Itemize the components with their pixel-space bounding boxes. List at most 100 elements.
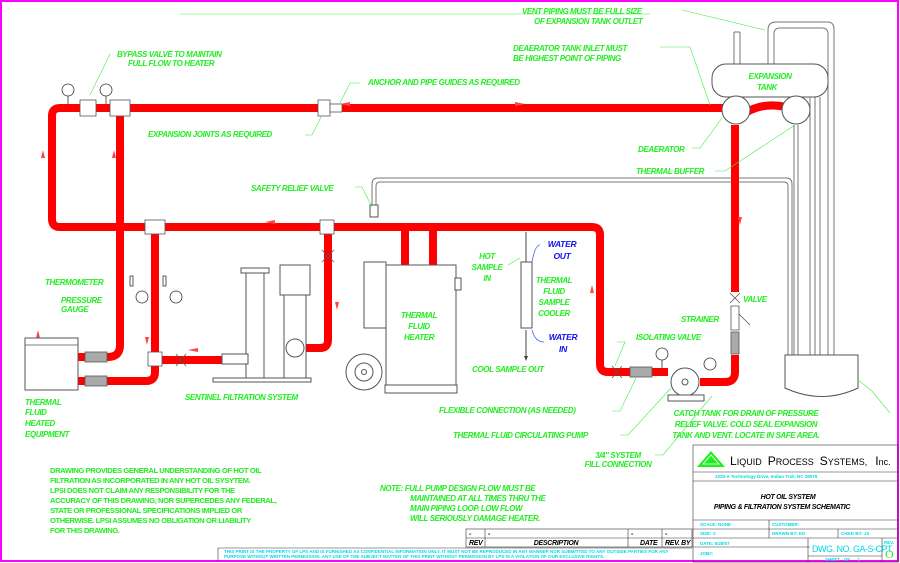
- pressure-gauges: [61, 83, 717, 371]
- drawing-number: DWG. NO. GA-S-CPT: [812, 544, 893, 554]
- catch-tank: [784, 354, 859, 397]
- label-fill-connection-1: 3/4" SYSTEM: [595, 451, 641, 460]
- drawn-by-field: DRAWN BY: KD: [772, 531, 806, 536]
- disclaimer: DRAWING PROVIDES GENERAL UNDERSTANDING O…: [50, 466, 277, 535]
- label-sample-cooler-2: FLUID: [543, 287, 565, 296]
- fine-print-line: THIS PRINT IS THE PROPERTY OF LPS AND IS…: [224, 549, 668, 554]
- label-isolating-valve: ISOLATING VALVE: [636, 333, 702, 342]
- label-safety-relief: SAFETY RELIEF VALVE: [251, 184, 334, 193]
- leader-lines: [89, 9, 891, 456]
- label-catch-tank-1: CATCH TANK FOR DRAIN OF PRESSURE: [674, 409, 820, 418]
- drawing-title-2: PIPING & FILTRATION SYSTEM SCHEMATIC: [714, 504, 851, 511]
- description-value: -: [488, 531, 491, 538]
- sample-cooler: [520, 232, 545, 361]
- disclaimer-line: FOR THIS DRAWING.: [50, 526, 120, 535]
- label-deaerator-inlet-1: DEAERATOR TANK INLET MUST: [513, 44, 629, 53]
- lpsi-logo: [697, 451, 725, 467]
- label-strainer: STRAINER: [681, 315, 719, 324]
- date-value: -: [631, 531, 634, 538]
- label-heated-equipment-3: HEATED: [25, 419, 56, 428]
- job-field: JOB#:: [700, 551, 714, 556]
- expansion-tank: [711, 63, 829, 125]
- size-field: SIZE: C: [700, 531, 717, 536]
- revision-table: [217, 528, 693, 561]
- label-bypass-valve-1: BYPASS VALVE TO MAINTAIN: [117, 50, 222, 59]
- label-cool-sample-out: COOL SAMPLE OUT: [472, 365, 545, 374]
- disclaimer-line: ACCURACY OF THIS DRAWING, NOR SUPERCEDES…: [50, 496, 277, 505]
- label-heater-1: THERMAL: [401, 311, 438, 320]
- disclaimer-line: LPSI DOES NOT CLAIM ANY RESPONSIBILITY F…: [50, 486, 235, 495]
- label-filtration-system: SENTINEL FILTRATION SYSTEM: [185, 393, 298, 402]
- company-address: 1025-A Technology Drive, Indian Trail, N…: [715, 474, 818, 479]
- fine-print-line: PURPOSE WITHOUT WRITTEN PERMISSION. ANY …: [224, 554, 604, 559]
- label-deaerator: DEAERATOR: [638, 145, 685, 154]
- label-sample-cooler-4: COOLER: [538, 309, 570, 318]
- label-expansion-tank-1: EXPANSION: [749, 72, 793, 81]
- rev-value: -: [469, 531, 472, 538]
- safety-relief-valve: [369, 204, 379, 218]
- label-flex-connection: FLEXIBLE CONNECTION (AS NEEDED): [439, 406, 576, 415]
- scale-field: SCALE: NONE: [700, 522, 731, 527]
- label-catch-tank-2: RELIEF VALVE. COLD SEAL EXPANSION: [675, 420, 818, 429]
- label-circulating-pump: THERMAL FLUID CIRCULATING PUMP: [453, 431, 589, 440]
- label-fill-connection-2: FILL CONNECTION: [585, 460, 652, 469]
- label-heater-2: FLUID: [408, 322, 430, 331]
- deaerator-vessel: [721, 95, 751, 125]
- label-sample-cooler-1: THERMAL: [536, 276, 573, 285]
- note-line: MAIN PIPING LOOP. LOW FLOW: [410, 504, 524, 513]
- date-field: DATE: 5/28/07: [700, 541, 730, 546]
- sheet-field: SHEET OF 1: [825, 557, 861, 562]
- flow-arrows: [36, 102, 742, 352]
- rev-label: REV.: [884, 540, 894, 545]
- label-hot-sample-1: HOT: [479, 252, 496, 261]
- circulating-pump: [667, 367, 705, 402]
- label-water-in-2: IN: [559, 344, 568, 354]
- label-valve: VALVE: [743, 295, 768, 304]
- disclaimer-line: DRAWING PROVIDES GENERAL UNDERSTANDING O…: [50, 466, 262, 475]
- label-heater-3: HEATER: [404, 333, 435, 342]
- label-bypass-valve-2: FULL FLOW TO HEATER: [128, 59, 215, 68]
- label-heated-equipment-2: FLUID: [25, 408, 47, 417]
- customer-field: CUSTOMER:: [772, 522, 800, 527]
- disclaimer-line: OTHERWISE. LPSI ASSUMES NO OBLIGATION OR…: [50, 516, 251, 525]
- date-header: DATE: [640, 540, 658, 547]
- label-thermometer: THERMOMETER: [45, 278, 104, 287]
- thermal-fluid-heater: [345, 261, 462, 394]
- flow-note: NOTE: FULL PUMP DESIGN FLOW MUST BE MAIN…: [380, 484, 547, 523]
- note-line: NOTE: FULL PUMP DESIGN FLOW MUST BE: [380, 484, 536, 493]
- label-heated-equipment-4: EQUIPMENT: [25, 430, 70, 439]
- disclaimer-line: FILTRATION AS INCORPORATED IN ANY HOT OI…: [50, 476, 251, 485]
- label-expansion-joints: EXPANSION JOINTS AS REQUIRED: [148, 130, 273, 139]
- label-pressure-gauge-2: GAUGE: [61, 305, 89, 314]
- sentinel-filtration-unit: [212, 264, 312, 383]
- label-thermal-buffer: THERMAL BUFFER: [636, 167, 705, 176]
- note-line: MAINTAINED AT ALL TIMES THRU THE: [410, 494, 547, 503]
- vent-piping: [371, 21, 835, 355]
- description-header: DESCRIPTION: [534, 540, 580, 547]
- rev-by-header: REV. BY: [665, 540, 692, 547]
- label-expansion-tank-2: TANK: [757, 83, 779, 92]
- label-water-in-1: WATER: [549, 332, 579, 342]
- title-block: [692, 444, 899, 563]
- label-anchor: ANCHOR AND PIPE GUIDES AS REQUIRED: [367, 78, 520, 87]
- thermal-fluid-heated-equipment: [24, 337, 79, 391]
- thermal-buffer-vessel: [781, 95, 811, 125]
- label-vent-piping-1: VENT PIPING MUST BE FULL SIZE: [522, 7, 643, 16]
- label-pressure-gauge-1: PRESSURE: [61, 296, 103, 305]
- disclaimer-line: STATE OR PROFESSIONAL SPECIFICATIONS IMP…: [50, 506, 243, 515]
- label-deaerator-inlet-2: BE HIGHEST POINT OF PIPING: [513, 54, 621, 63]
- drawing-title-1: HOT OIL SYSTEM: [761, 494, 816, 501]
- label-water-out-1: WATER: [548, 239, 578, 249]
- rev-header: REV: [469, 540, 484, 547]
- revision-value: O: [885, 547, 894, 561]
- label-heated-equipment-1: THERMAL: [25, 398, 62, 407]
- fittings: [79, 99, 751, 387]
- note-line: WILL SERIOUSLY DAMAGE HEATER.: [410, 514, 540, 523]
- label-vent-piping-2: OF EXPANSION TANK OUTLET: [534, 17, 644, 26]
- label-sample-cooler-3: SAMPLE: [539, 298, 571, 307]
- label-catch-tank-3: TANK AND VENT. LOCATE IN SAFE AREA.: [672, 431, 819, 440]
